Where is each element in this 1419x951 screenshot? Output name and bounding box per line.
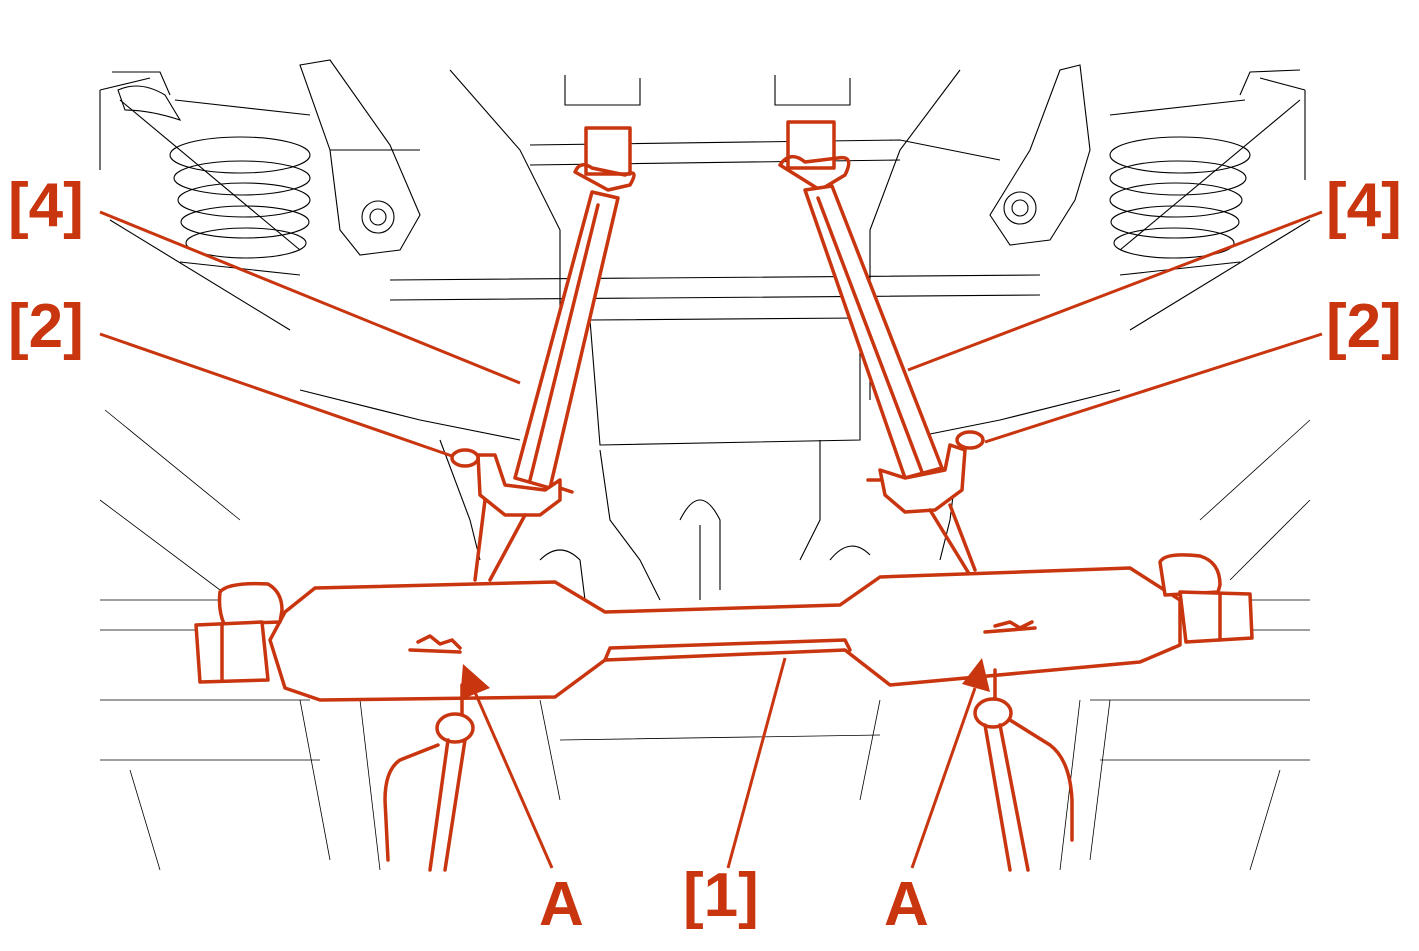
- right-coil-spring: [1109, 69, 1311, 331]
- tie-rod-left: [450, 126, 636, 582]
- callout-pin-left: [2]: [8, 292, 84, 361]
- callout-arrow-a-left: A: [539, 870, 584, 939]
- leader-pin-right: [984, 332, 1323, 444]
- leader-tie-rod-right: [907, 210, 1323, 372]
- right-mount-bolt: [989, 64, 1091, 246]
- leader-crossbar: [726, 657, 787, 869]
- leader-pin-left: [99, 332, 453, 458]
- vehicle-underbody-background: [99, 59, 1311, 871]
- callout-pin-right: [2]: [1326, 292, 1402, 361]
- crossbar: [194, 553, 1254, 702]
- left-mount-bolt: [299, 59, 421, 256]
- arrow-a-right-shaft: [910, 687, 977, 869]
- callout-arrow-a-right: A: [884, 870, 929, 939]
- leader-lines: [99, 210, 1323, 869]
- body-panel-lines: [99, 409, 1311, 871]
- lower-pin-right: [973, 668, 1074, 872]
- arrow-a-right-head: [962, 658, 990, 692]
- arrow-a-left-head: [460, 664, 490, 700]
- callout-tie-rod-right: [4]: [1326, 171, 1402, 240]
- lower-pin-left: [383, 683, 475, 872]
- callout-tie-rod-left: [4]: [8, 171, 84, 240]
- leader-tie-rod-left: [99, 210, 521, 385]
- central-frame: [299, 69, 1121, 601]
- tie-rod-right: [778, 120, 985, 574]
- support-tool: [194, 120, 1254, 872]
- left-coil-spring: [99, 71, 311, 331]
- callout-crossbar: [1]: [683, 861, 759, 930]
- arrow-a-left-shaft: [472, 689, 554, 869]
